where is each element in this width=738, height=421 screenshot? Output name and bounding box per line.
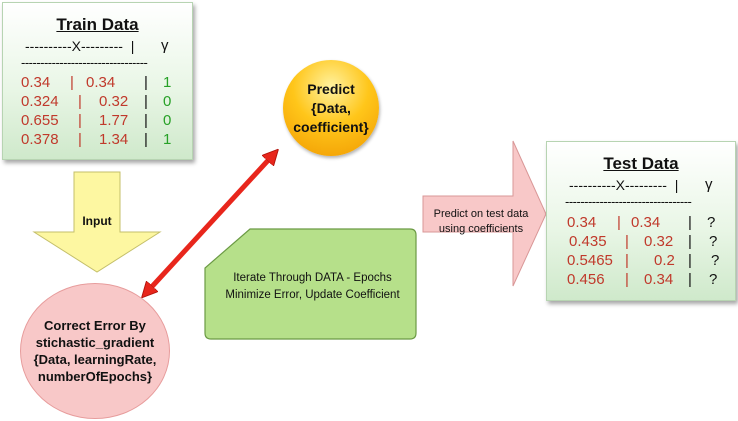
train-divider: --------------------------------- <box>21 55 148 70</box>
input-arrow <box>32 171 162 273</box>
input-arrow-label: Input <box>82 214 112 228</box>
train-data-box: Train Data ----------X--------- | γ ----… <box>2 2 193 160</box>
train-data-title: Train Data <box>56 15 139 34</box>
predict-circle: Predict {Data, coefficient} <box>283 60 379 156</box>
train-row-sep2: | <box>144 131 148 148</box>
test-row-x1: 0.5465 <box>567 252 613 269</box>
train-row-sep1: | <box>78 131 82 148</box>
test-data-title: Test Data <box>603 154 679 173</box>
train-row-sep2: | <box>144 112 148 129</box>
predict-on-test-label: Predict on test data using coefficients <box>423 207 539 237</box>
train-row-sep2: | <box>144 93 148 110</box>
train-row-x1: 0.655 <box>21 112 59 129</box>
iterate-line2: Minimize Error, Update Coefficient <box>225 289 400 301</box>
predict-on-test-line2: using coefficients <box>438 223 524 235</box>
test-row-x2: 0.34 <box>631 214 661 231</box>
train-row-x2: 1.34 <box>99 131 129 148</box>
train-row-x1: 0.324 <box>21 93 59 110</box>
test-row-x1: 0.456 <box>567 271 605 288</box>
predict-circle-line3: coefficient} <box>293 118 369 135</box>
test-row-y: ? <box>711 252 720 269</box>
correct-circle-line2: stichastic_gradient <box>35 335 155 350</box>
train-row-x2: 0.32 <box>99 93 129 110</box>
predict-on-test-arrow <box>422 140 547 287</box>
test-row-sep1: | <box>625 233 629 250</box>
train-row-sep1: | <box>78 112 82 129</box>
predict-circle-line1: Predict <box>307 80 355 97</box>
train-row-y: 1 <box>163 74 172 91</box>
train-row-sep1: | <box>70 74 74 91</box>
test-row-sep1: | <box>625 252 629 269</box>
test-row-sep2: | <box>688 233 692 250</box>
train-row-x2: 1.77 <box>99 112 129 129</box>
predict-circle-line2: {Data, <box>311 99 351 116</box>
test-row-y: ? <box>709 271 718 288</box>
test-row-y: ? <box>707 214 716 231</box>
test-data-box: Test Data ----------X--------- | γ -----… <box>546 141 736 301</box>
correct-circle-line4: numberOfEpochs} <box>37 369 153 384</box>
test-row-sep2: | <box>688 214 692 231</box>
test-header-x: ----------X--------- | <box>569 177 679 193</box>
test-row-x2: 0.34 <box>644 271 674 288</box>
test-row-sep1: | <box>617 214 621 231</box>
correct-error-circle: Correct Error By stichastic_gradient {Da… <box>20 283 170 419</box>
test-row-x2: 0.2 <box>654 252 675 269</box>
train-row-x1: 0.34 <box>21 74 51 91</box>
correct-circle-line1: Correct Error By <box>44 318 146 333</box>
train-row-y: 0 <box>163 112 172 129</box>
test-divider: --------------------------------- <box>565 194 692 209</box>
predict-on-test-line1: Predict on test data <box>433 208 529 220</box>
train-row-x2: 0.34 <box>86 74 116 91</box>
test-row-x2: 0.32 <box>644 233 674 250</box>
train-header-x: ----------X--------- | <box>25 38 135 54</box>
train-row-x1: 0.378 <box>21 131 59 148</box>
test-row-sep2: | <box>688 271 692 288</box>
correct-circle-line3: {Data, learningRate, <box>33 352 157 367</box>
update-double-arrow <box>147 155 273 292</box>
test-row-y: ? <box>709 233 718 250</box>
test-row-x1: 0.435 <box>569 233 607 250</box>
train-row-sep2: | <box>144 74 148 91</box>
train-row-y: 0 <box>163 93 172 110</box>
train-row-y: 1 <box>163 131 172 148</box>
test-row-sep1: | <box>625 271 629 288</box>
test-header-gamma: γ <box>705 176 713 193</box>
train-header-gamma: γ <box>161 37 169 54</box>
train-row-sep1: | <box>78 93 82 110</box>
iterate-box-label: Iterate Through DATA - Epochs Minimize E… <box>205 270 420 304</box>
iterate-line1: Iterate Through DATA - Epochs <box>233 272 392 284</box>
test-row-sep2: | <box>688 252 692 269</box>
test-row-x1: 0.34 <box>567 214 597 231</box>
